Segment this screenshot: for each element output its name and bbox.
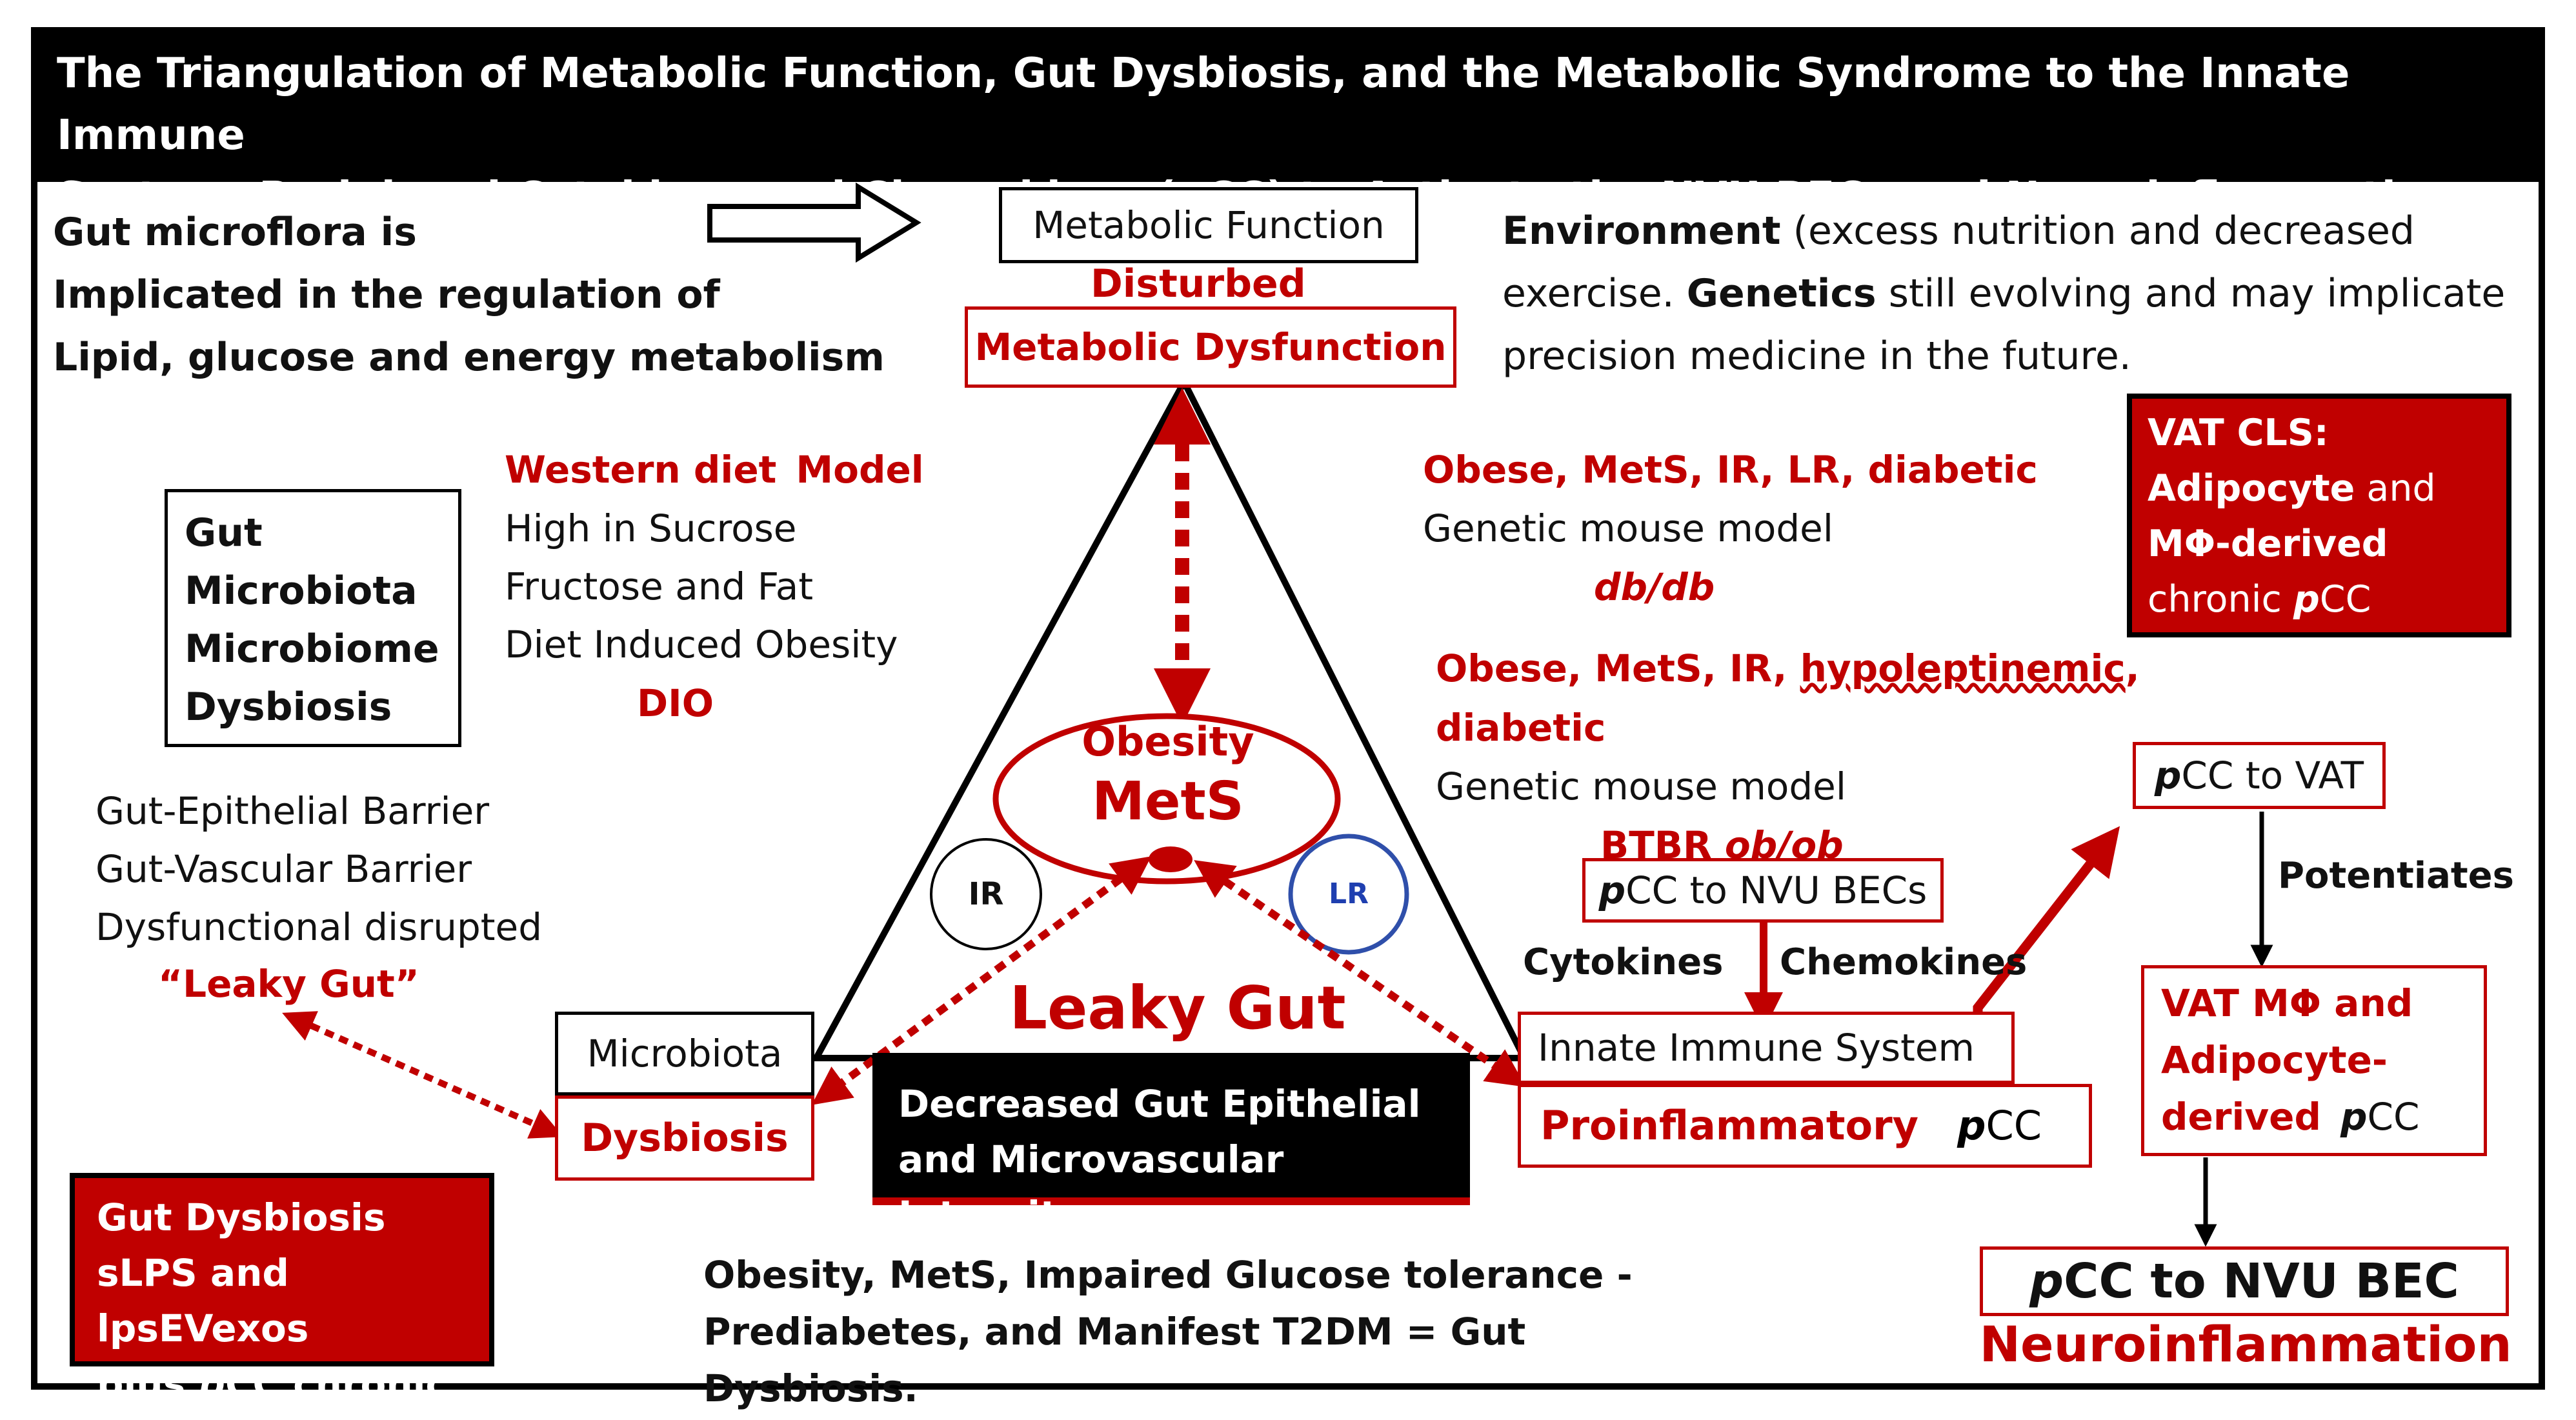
environment-text: Environment (excess nutrition and decrea…	[1502, 200, 2509, 388]
dotted-arrow-to-dysbiosis	[811, 856, 1152, 1105]
vat-cls-line-4: chronic pCC	[2148, 572, 2491, 627]
obob-title: Obese, MetS, IR, hypoleptinemic, diabeti…	[1436, 639, 2300, 757]
chronic-label: chronic	[2148, 578, 2293, 621]
mets-label: MetS	[1092, 771, 1244, 832]
adipocyte-label: Adipocyte	[2148, 467, 2355, 510]
ir-label: IR	[968, 876, 1004, 912]
plus-label: plus	[97, 1362, 199, 1406]
proinflammatory-label: Proinflammatory	[1540, 1102, 1919, 1149]
vat-cls-line-2: Adipocyte and	[2148, 461, 2491, 516]
leaky-gut-label: Leaky Gut	[1009, 974, 1346, 1043]
dbdb-body: Genetic mouse model	[1423, 506, 1833, 550]
obob-title-start: Obese, MetS, IR,	[1436, 646, 1800, 690]
title-line-2-start: System, Peripheral Cytokines and Chemoki…	[57, 174, 1176, 221]
hypoleptinemic-label: hypoleptinemic	[1800, 646, 2126, 690]
model-label: Model	[796, 448, 924, 492]
metabolic-function-box: Metabolic Function	[999, 187, 1418, 263]
environment-label: Environment	[1502, 208, 1781, 254]
title-bar: The Triangulation of Metabolic Function,…	[31, 27, 2545, 221]
decreased-integrity-box: Decreased Gut Epithelial and Microvascul…	[872, 1053, 1470, 1237]
genetics-label: Genetics	[1686, 271, 1877, 316]
dotted-arrow-to-innate-immune	[1194, 860, 1526, 1087]
western-diet-label: Western diet	[505, 448, 777, 492]
proinflammatory-cc: CC	[1986, 1102, 2042, 1149]
dysbiosis-box: Dysbiosis	[555, 1095, 814, 1181]
gut-dysbiosis-line-3: plus pCC chronic	[97, 1356, 467, 1412]
microbiota-box: Microbiota	[555, 1012, 814, 1095]
hollow-right-arrow	[707, 182, 921, 263]
dotted-arrow-leaky-gut-dysbiosis	[282, 1011, 563, 1139]
leaky-gut-quote: “Leaky Gut”	[158, 962, 419, 1006]
pcc-nvu-becs-box: pCC to NVU BECs	[1582, 858, 1944, 923]
obesity-footer-text: Obesity, MetS, Impaired Glucose toleranc…	[703, 1253, 1633, 1410]
environment-body-1: (excess nutrition and decreased exercise…	[1502, 208, 2415, 316]
dbdb-strain: db/db	[1594, 565, 1715, 609]
gut-dysbiosis-italic-p: p	[198, 1362, 225, 1406]
vat-mphi-text: VAT MΦ and Adipocyte- derived	[2161, 981, 2413, 1139]
metabolic-dysfunction-box: Metabolic Dysfunction	[965, 306, 1456, 388]
pcc-vat-text: CC to VAT	[2181, 754, 2364, 797]
center-node	[1149, 846, 1192, 872]
pcc-vat-italic-p: p	[2154, 754, 2182, 797]
mphi-derived-label: MΦ-derived	[2148, 523, 2388, 565]
gut-dysbiosis-line-2: sLPS and lpsEVexos	[97, 1251, 309, 1350]
gut-dysbiosis-box: Gut Dysbiosis sLPS and lpsEVexos plus pC…	[70, 1173, 494, 1406]
western-diet-title: Western diet Model	[505, 440, 931, 499]
neuroinflammation-label: Neuroinflammation	[1979, 1315, 2512, 1373]
dbdb-title: Obese, MetS, IR, LR, diabetic	[1423, 448, 2038, 492]
gut-dysbiosis-line-1: Gut Dysbiosis	[97, 1195, 386, 1239]
chemokines-label: Chemokines	[1780, 941, 2028, 983]
disturbed-label: Disturbed	[1091, 261, 1306, 306]
cytokines-label: Cytokines	[1523, 941, 1724, 983]
obesity-mets-ellipse	[992, 713, 1341, 885]
cc-chronic-label: CC chronic	[225, 1362, 448, 1406]
vat-cls-and: and	[2355, 467, 2436, 510]
western-diet-block: Western diet Model High in Sucrose Fructo…	[505, 440, 931, 733]
pcc-vat-box: pCC to VAT	[2133, 742, 2386, 809]
vat-cls-cc: CC	[2319, 578, 2371, 621]
dbdb-block: Obese, MetS, IR, LR, diabetic Genetic mo…	[1423, 440, 2113, 617]
title-line-1: The Triangulation of Metabolic Function,…	[57, 50, 2350, 159]
vat-mphi-italic-p: p	[2340, 1095, 2368, 1139]
obesity-label: Obesity	[1082, 718, 1254, 765]
pcc-nvu-bec-italic-p: p	[2029, 1254, 2064, 1309]
pcc-nvu-bec-text: CC to NVU BEC	[2064, 1254, 2459, 1309]
vat-cls-box: VAT CLS: Adipocyte and MΦ-derived chroni…	[2127, 394, 2511, 637]
pcc-nvu-becs-text: CC to NVU BECs	[1625, 868, 1927, 912]
gut-microflora-text: Gut microflora is Implicated in the regu…	[53, 210, 885, 380]
gut-microbiota-box: Gut Microbiota Microbiome Dysbiosis	[165, 489, 461, 747]
pcc-nvu-becs-italic-p: p	[1598, 868, 1626, 912]
obob-title-end: , diabetic	[1436, 646, 2140, 750]
vat-cls-italic-p: p	[2293, 578, 2320, 621]
dio-label: DIO	[637, 681, 714, 725]
innate-immune-box: Innate Immune System	[1518, 1012, 2015, 1084]
pcc-nvu-bec-box: pCC to NVU BEC	[1980, 1246, 2509, 1316]
obob-body: Genetic mouse model	[1436, 765, 1846, 808]
barrier-text: Gut-Epithelial Barrier Gut-Vascular Barr…	[96, 789, 543, 949]
obob-block: Obese, MetS, IR, hypoleptinemic, diabeti…	[1436, 639, 2300, 875]
western-diet-body: High in Sucrose Fructose and Fat Diet In…	[505, 506, 898, 666]
vat-mphi-cc: CC	[2367, 1095, 2420, 1139]
proinflammatory-italic-p: p	[1957, 1102, 1986, 1149]
vat-cls-title: VAT CLS:	[2148, 412, 2329, 454]
environment-body-2: still evolving and may implicate precisi…	[1502, 271, 2506, 379]
lr-label: LR	[1329, 877, 1369, 910]
potentiates-label: Potentiates	[2278, 855, 2514, 897]
proinflammatory-box: Proinflammatory pCC	[1518, 1084, 2092, 1168]
